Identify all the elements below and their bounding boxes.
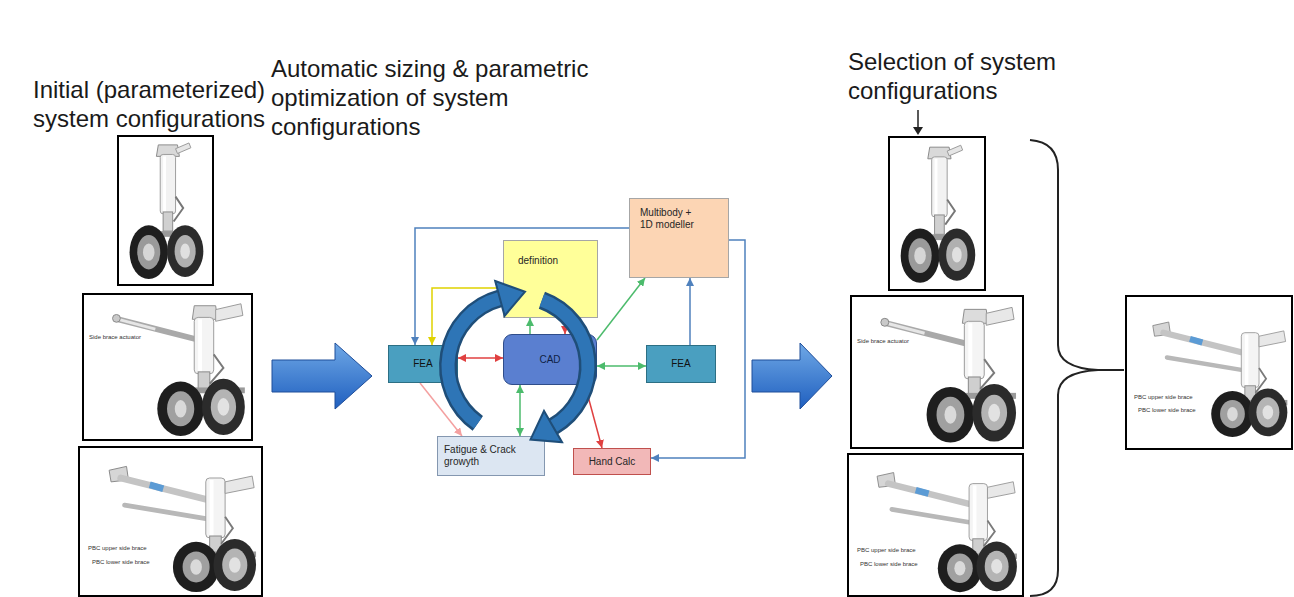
column-heading: Initial (parameterized) system configura… <box>33 76 288 134</box>
landing-gear-picture <box>109 466 256 592</box>
part-label: PBC lower side brace <box>859 561 919 568</box>
cycle-arrow <box>448 281 525 423</box>
picture-frame <box>848 454 1023 596</box>
picture-frame <box>118 136 213 285</box>
connector <box>415 228 629 345</box>
part-label: PBC lower side brace <box>91 559 151 566</box>
cycle-arc <box>542 300 588 426</box>
part-label: PBC upper side brace <box>856 547 917 554</box>
tool-box: Multibody + 1D modeller <box>629 198 729 278</box>
connector <box>458 357 503 359</box>
pointer-arrowhead <box>913 127 923 135</box>
cycle-arc <box>542 300 588 426</box>
curly-bracket <box>1030 140 1098 596</box>
picture-frame <box>79 447 262 596</box>
node-text: FEA <box>413 358 432 370</box>
cycle-arrow <box>531 300 588 442</box>
node-text: definition <box>518 255 558 267</box>
landing-gear-pictures <box>109 143 1287 592</box>
part-label: PBC lower side brace <box>1137 407 1197 414</box>
picture-frame <box>851 296 1023 448</box>
picture-frame <box>1126 296 1292 449</box>
landing-gear-picture <box>901 145 976 283</box>
column-heading: Automatic sizing & parametric optimizati… <box>271 55 621 141</box>
node-text: Hand Calc <box>589 456 636 468</box>
node-text: Multibody + 1D modeller <box>640 207 704 231</box>
block-arrow <box>272 343 372 409</box>
column-heading: Selection of system configurations <box>848 48 1118 106</box>
connector <box>597 278 645 340</box>
part-label: Side brace actuator <box>88 334 142 341</box>
node-text: FEA <box>671 358 690 370</box>
cycle-arc <box>448 298 500 423</box>
tool-box: FEA <box>646 345 716 383</box>
bracket-leader <box>1098 369 1124 371</box>
landing-gear-picture <box>130 143 204 279</box>
cycle-arrowhead <box>495 281 525 316</box>
picture-frame <box>83 294 252 440</box>
node-text: CAD <box>539 354 560 366</box>
tool-box: Hand Calc <box>573 448 651 475</box>
picture-frame <box>889 137 985 290</box>
tool-box: Fatigue & Crack growyth <box>437 436 545 476</box>
connector <box>597 365 646 367</box>
block-arrow <box>752 343 832 409</box>
picture-frames <box>79 136 1292 596</box>
landing-gear-picture <box>113 304 245 436</box>
connector <box>529 318 531 334</box>
node-text: Fatigue & Crack growyth <box>444 444 538 468</box>
part-label: Side brace actuator <box>856 338 910 345</box>
cycle-arrowhead <box>531 411 563 442</box>
cycle-arc <box>448 298 500 423</box>
landing-gear-picture <box>881 307 1016 442</box>
landing-gear-picture <box>1153 322 1288 437</box>
pointer-arrow <box>917 110 919 128</box>
part-label: PBC upper side brace <box>87 545 148 552</box>
landing-gear-picture <box>877 473 1017 593</box>
connector <box>519 385 521 436</box>
part-label: PBC upper side brace <box>1133 394 1194 401</box>
connector <box>689 278 691 345</box>
